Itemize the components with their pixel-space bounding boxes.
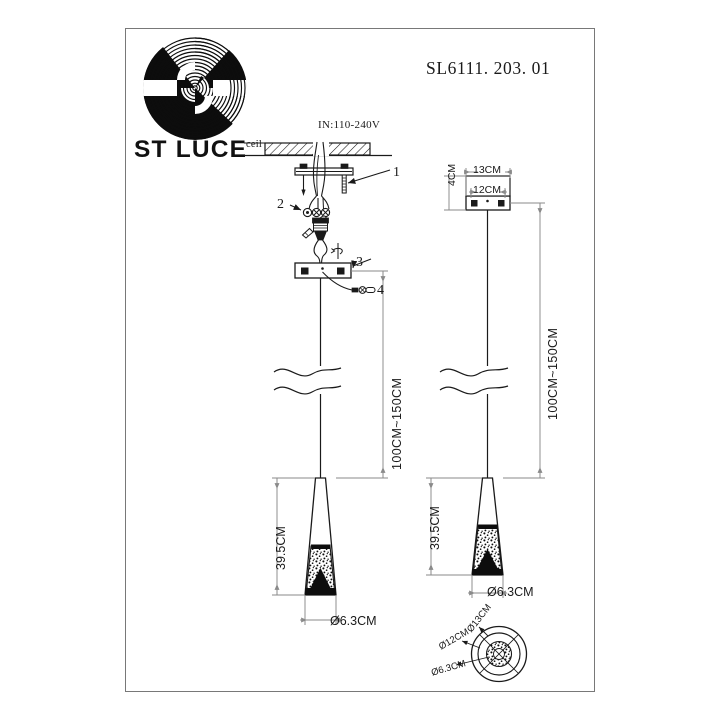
canopy-inner-dimension-label: 12CM [473, 184, 502, 196]
supply-wire [312, 141, 326, 197]
shade-diameter-label-left: Ø6.3CM [330, 614, 377, 628]
shade-diameter-label-right: Ø6.3CM [487, 585, 534, 599]
screw-part-icon [322, 271, 376, 294]
top-view-circles [470, 625, 528, 683]
input-voltage-label: IN:110-240V [318, 119, 381, 131]
st-luce-spiral-logo-icon [143, 36, 247, 140]
mounting-bracket [294, 163, 354, 196]
wire-leads [308, 195, 330, 210]
brand-name: ST LUCE [134, 136, 248, 163]
drawing-frame-border [125, 28, 595, 692]
drop-range-label-left: 100CM~150CM [390, 377, 404, 470]
shade-height-label-right: 39.5CM [428, 506, 442, 550]
callout-label-4: 4 [377, 283, 384, 298]
callout-label-2: 2 [277, 197, 284, 212]
break-symbol-right [439, 367, 509, 395]
callout-leaders [289, 169, 391, 269]
dimension-lines [272, 168, 545, 625]
pendant-shade-right [471, 477, 504, 576]
cable-gland [312, 217, 329, 241]
callout-label-3: 3 [356, 255, 363, 270]
canopy-outer-dimension-label: 13CM [473, 164, 502, 176]
drop-range-label-right: 100CM~150CM [546, 327, 560, 420]
terminal-block-connectors [302, 207, 331, 218]
callout-label-1: 1 [393, 165, 400, 180]
product-code: SL6111. 203. 01 [426, 58, 551, 78]
canopy-height-dimension-label: 4CM [446, 163, 458, 186]
pendant-shade-left [304, 477, 337, 596]
ceiling-label: ceil [246, 139, 262, 150]
top-view-leaders [455, 626, 490, 666]
rotation-symbol-left [330, 243, 343, 259]
shade-height-label-left: 39.5CM [274, 526, 288, 570]
canopy-plate-left [294, 262, 352, 279]
break-symbol-left [273, 367, 342, 395]
